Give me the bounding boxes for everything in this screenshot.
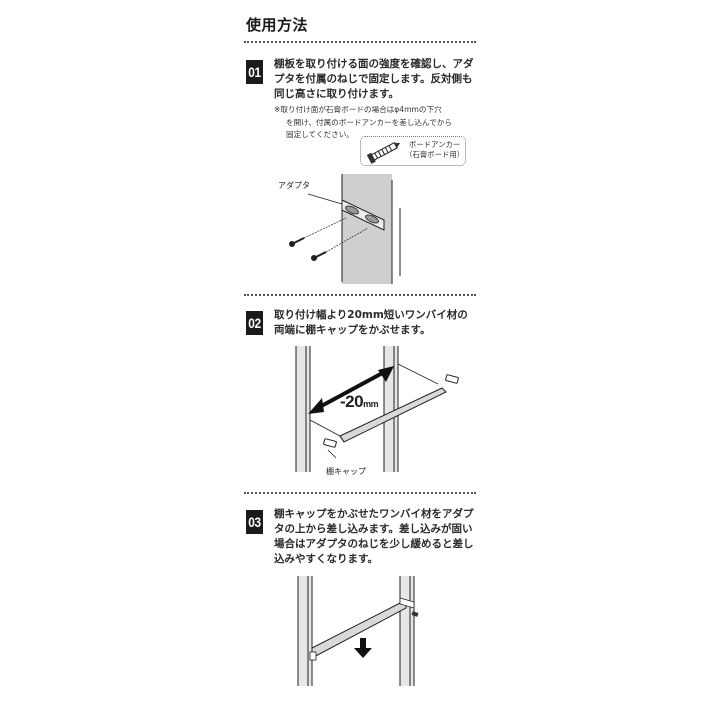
drywall-note: ※取り付け面が石膏ボードの場合はφ4mmの下穴 を開け、付属のボードアンカーを差… bbox=[274, 105, 452, 139]
adapter-label: アダプタ bbox=[278, 181, 310, 190]
step-description: 取り付け幅より20mm短いワンバイ材の 両端に棚キャップをかぶせます。 bbox=[274, 309, 468, 336]
dimension-label: -20mm bbox=[340, 392, 379, 411]
shelf-cap-icon bbox=[323, 374, 459, 448]
right-upright bbox=[383, 346, 399, 472]
shelf-cap-figure bbox=[295, 346, 459, 472]
dotted-divider bbox=[244, 294, 476, 296]
left-upright bbox=[297, 576, 313, 686]
step-description: 棚板を取り付ける面の強度を確認し、アダ プタを付属のねじで固定します。反対側も … bbox=[274, 58, 474, 100]
step-number-badge: 02 bbox=[246, 311, 263, 335]
shelf-insert-figure bbox=[297, 576, 419, 686]
anchor-label: ボードアンカー （石膏ボード用） bbox=[405, 140, 465, 159]
dimension-arrow bbox=[308, 366, 394, 414]
step-number-badge: 01 bbox=[246, 60, 263, 84]
board-anchor-icon bbox=[366, 142, 401, 164]
dotted-divider bbox=[244, 492, 476, 494]
left-upright bbox=[295, 346, 311, 472]
board-anchor-callout: ボードアンカー （石膏ボード用） bbox=[360, 136, 466, 166]
adapter-install-figure bbox=[289, 174, 401, 284]
shelf-cap-label: 棚キャップ bbox=[326, 467, 366, 476]
down-arrow-icon bbox=[354, 638, 372, 658]
adapter-plate bbox=[341, 199, 385, 231]
wood-board bbox=[339, 387, 447, 443]
dotted-divider bbox=[244, 41, 476, 43]
step-number-badge: 03 bbox=[246, 510, 263, 534]
usage-instructions: 使用方法 01 棚板を取り付ける面の強度を確認し、アダ プタを付属のねじで固定し… bbox=[244, 0, 476, 713]
page-title: 使用方法 bbox=[246, 16, 309, 34]
screw-icon bbox=[289, 237, 327, 261]
right-upright bbox=[399, 576, 415, 686]
wood-board bbox=[309, 597, 415, 661]
step-description: 棚キャップをかぶせたワンバイ材をアダプ タの上から差し込みます。差し込みが固い … bbox=[274, 508, 474, 565]
